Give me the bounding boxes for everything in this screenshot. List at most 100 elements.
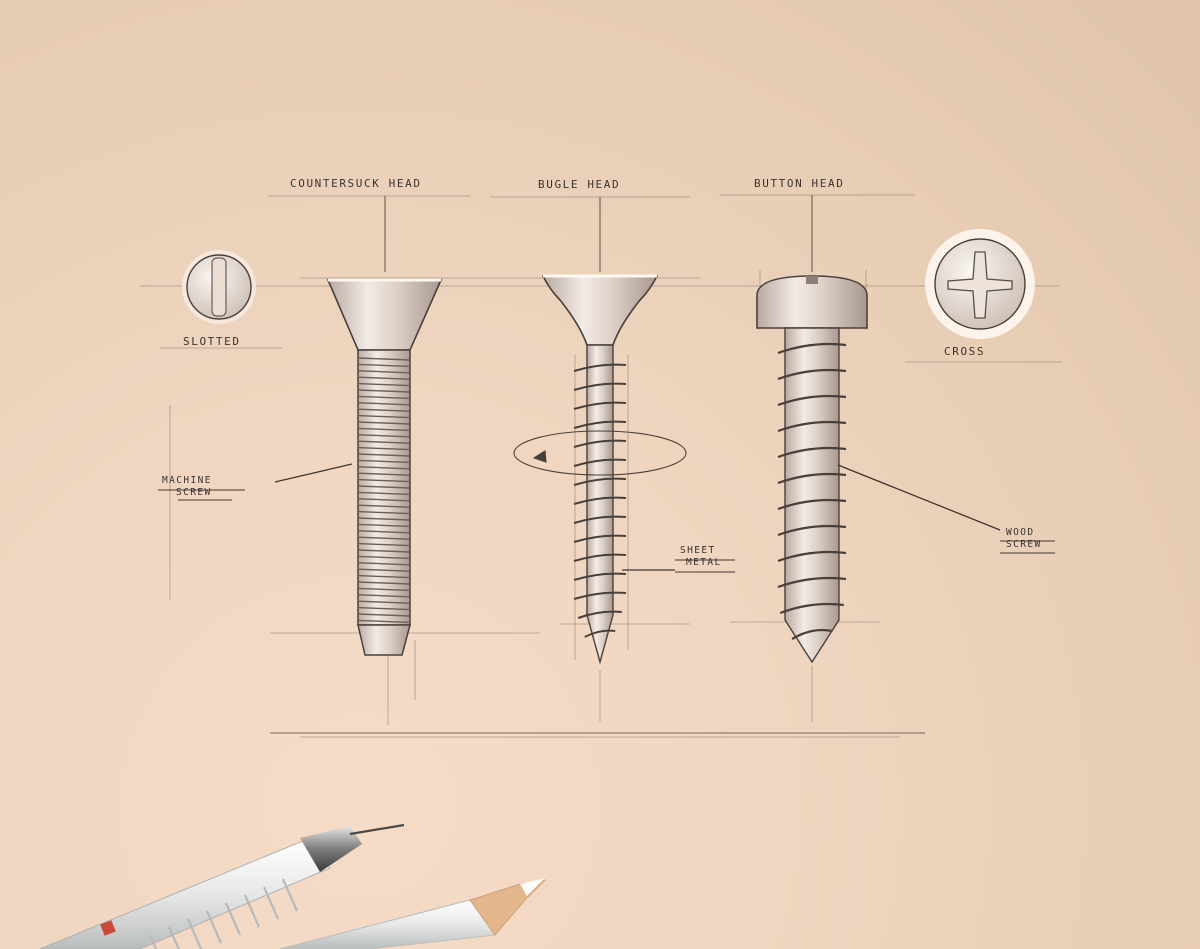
machine-thread [357,453,411,457]
button-head-label: BUTTON HEAD [754,177,845,190]
sheet-metal-thread [573,515,627,524]
machine-thread [357,459,411,464]
machine-thread [357,485,411,489]
wood-thread [777,368,847,381]
machine-thread [357,619,411,624]
machine-thread [357,504,411,508]
label-underlines [158,489,1055,573]
machine-thread [357,389,411,393]
wood-thread [777,394,847,407]
machine-thread [357,594,411,598]
sheet-metal-thread [573,458,627,467]
wood-thread [777,472,847,485]
sheet-metal-thread [577,610,622,619]
sheet-metal-thread [573,572,627,581]
machine-thread [357,363,411,368]
machine-thread [357,357,411,361]
wood-thread [779,602,844,615]
wood-threads [777,342,847,640]
machine-thread [357,600,411,604]
machine-thread [357,446,411,451]
machine-thread [357,491,411,496]
sheet-metal-thread [573,401,627,410]
machine-thread [357,395,411,400]
machine-thread [357,517,411,521]
machine-screw-label-line1: MACHINE [162,475,212,486]
wood-thread [777,498,847,511]
wood-thread [777,446,847,459]
rotation-indicator [513,430,687,476]
bugle-head-label: BUGLE HEAD [538,178,621,191]
sheet-metal-label-line1: SHEET [680,545,716,556]
slotted-label: SLOTTED [183,335,241,348]
pencil-grip-ridge [262,886,280,920]
machine-thread [357,472,411,476]
machine-thread [357,523,411,528]
sheet-metal-label-line2: METAL [686,557,722,568]
machine-thread [357,510,411,515]
machine-screw-label: MACHINE SCREW [162,475,212,499]
white-colored-pencil [279,878,547,949]
wood-thread [777,342,847,355]
machine-thread [357,370,411,374]
machine-thread [357,549,411,553]
wood-screw-label-line2: SCREW [1006,539,1042,550]
machine-thread [357,562,411,566]
wood-thread [777,576,847,589]
pencil-grip-ridge [148,934,158,949]
machine-thread [357,440,411,444]
pencil-grip-ridge [243,894,261,928]
button-head-wood-screw [756,275,868,664]
machine-thread [357,382,411,387]
wood-screw-label: WOOD SCREW [1006,527,1042,551]
machine-thread [357,587,411,592]
machine-thread [357,568,411,572]
slotted-head-icon [182,250,256,324]
pencil-grip-ridge [186,918,203,949]
mechanical-pencil [39,823,405,949]
machine-thread [357,466,411,470]
countersunk-head-label: COUNTERSUCK HEAD [290,177,422,190]
machine-thread [357,574,411,579]
machine-thread [357,613,411,617]
sheet-metal-thread [573,591,627,600]
machine-thread [357,536,411,540]
pencil-grip-ridge [224,902,242,936]
bugle-head-sheet-metal-screw [541,274,659,665]
machine-thread [357,606,411,611]
countersunk-machine-screw [326,278,443,656]
machine-thread [357,414,411,419]
sheet-metal-thread [573,382,627,391]
machine-thread [357,498,411,502]
sheet-metal-thread [573,496,627,505]
machine-thread [357,408,411,412]
wood-screw-label-line1: WOOD [1006,527,1035,538]
pencil-grip-ridge [167,926,180,949]
machine-thread [357,402,411,406]
sheet-metal-thread [573,534,627,543]
machine-screw-label-line2: SCREW [176,487,212,498]
sheet-metal-thread [573,553,627,562]
pencil-grip-ridge [205,910,223,944]
sheet-metal-thread [573,439,627,448]
leader-lines [274,463,1001,571]
machine-thread [357,542,411,547]
machine-thread [357,581,411,585]
sheet-metal-thread [573,420,627,429]
machine-thread [357,555,411,560]
machine-thread [357,530,411,534]
machine-thread [357,434,411,438]
wood-thread [791,628,833,640]
machine-thread [357,427,411,432]
sheet-metal-thread [573,477,627,486]
machine-thread [357,421,411,425]
wood-thread [777,550,847,563]
sheet-metal-threads [573,363,627,638]
wood-thread [777,524,847,537]
pencil-grip-ridge [281,878,299,912]
sheet-metal-thread [573,363,627,372]
sheet-metal-thread [584,629,616,638]
cross-label: CROSS [944,345,986,358]
machine-thread [357,478,411,483]
